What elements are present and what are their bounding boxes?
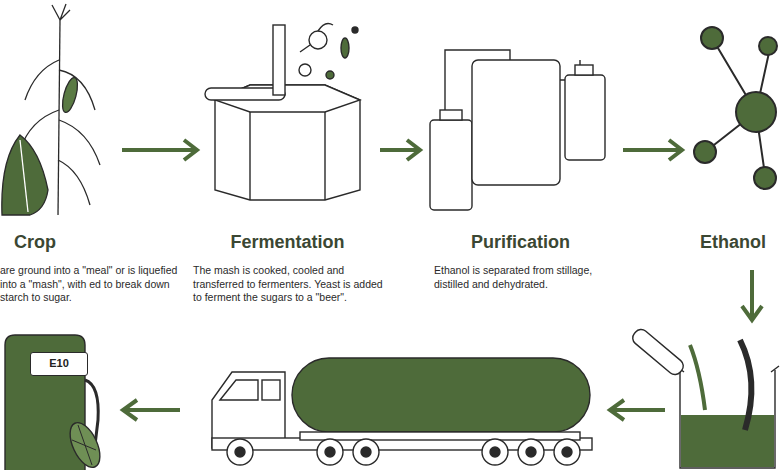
pump-label: E10 — [31, 353, 87, 373]
flow-arrow — [122, 140, 197, 160]
stage-title: Crop — [14, 232, 56, 253]
stage-description: Ethanol is separated from stillage, dist… — [434, 264, 624, 291]
pump-display: E10 — [30, 352, 88, 376]
purification-stage: PurificationEthanol is separated from st… — [428, 0, 613, 300]
flow-arrow — [623, 140, 682, 160]
tanker-truck — [212, 358, 592, 465]
crop-stage: Cropare ground into a "meal" or is lique… — [0, 0, 112, 300]
stage-title: Purification — [428, 232, 613, 253]
stage-title: Ethanol — [690, 232, 776, 253]
lab-beaker — [630, 327, 779, 468]
ethanol-stage: Ethanol — [690, 0, 776, 260]
fermentation-stage: FermentationThe mash is cooked, cooled a… — [205, 0, 370, 300]
ethanol-molecule — [694, 27, 777, 189]
fuel-pump — [5, 335, 106, 470]
stage-description: The mash is cooked, cooled and transferr… — [193, 264, 383, 305]
distillation-columns — [430, 50, 605, 210]
flow-arrow — [380, 140, 420, 160]
stage-title: Fermentation — [205, 232, 370, 253]
corn-plant — [2, 4, 100, 215]
fermentation-tank — [205, 23, 360, 200]
stage-description: are ground into a "meal" or is liquefied… — [0, 264, 186, 305]
